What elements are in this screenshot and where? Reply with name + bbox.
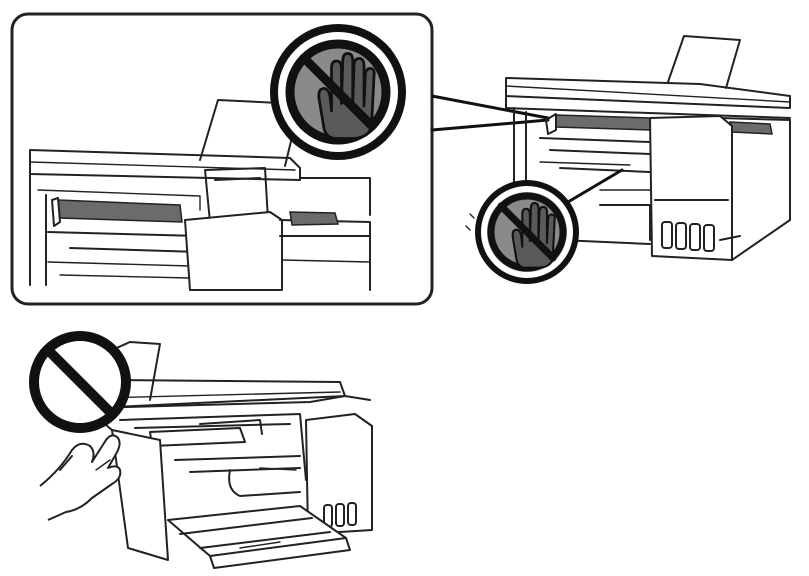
hand-illustration (39, 434, 122, 521)
printer-front-illustration (89, 341, 373, 569)
no-touch-badge-printer (475, 180, 579, 284)
prohibited-icon (43, 345, 117, 419)
callout-connector (430, 94, 550, 132)
prohibited-badge (29, 331, 131, 433)
badge-pointer-line (566, 168, 624, 204)
printer-full-illustration (465, 35, 791, 261)
zoom-callout-panel (10, 12, 434, 306)
no-touch-badge-closeup (270, 24, 406, 160)
printer-closeup-illustration (29, 99, 371, 291)
